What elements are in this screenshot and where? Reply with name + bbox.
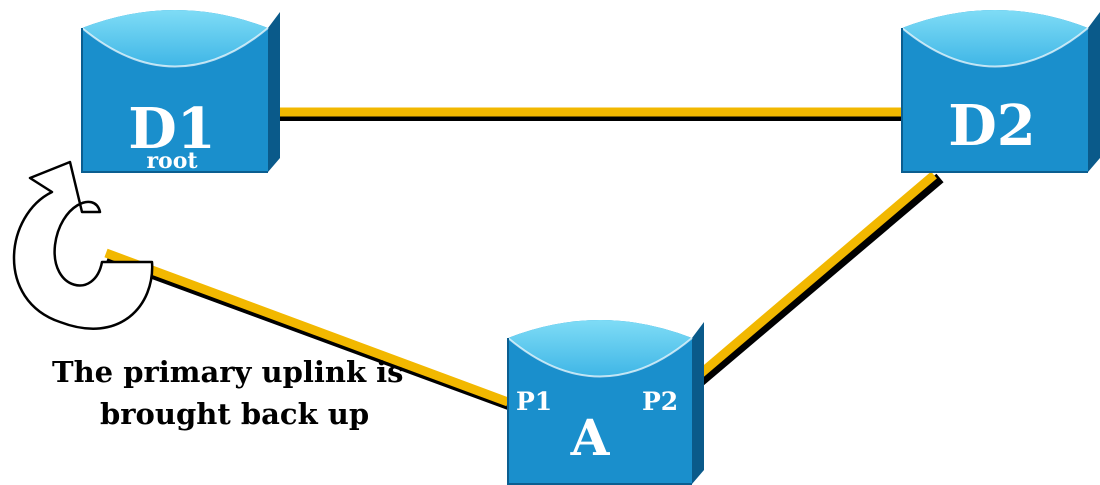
switch-d2: D2	[901, 10, 1100, 173]
link-d2-a	[689, 171, 944, 388]
caption-line-2: brought back up	[100, 397, 369, 431]
switch-d1: D1 root	[81, 10, 280, 174]
switch-a-label: A	[570, 408, 611, 467]
curved-arrow-icon	[12, 160, 154, 330]
switch-d2-label: D2	[948, 93, 1036, 159]
port-p2-label: P2	[642, 387, 678, 416]
switch-a: A P1 P2	[507, 320, 704, 485]
caption: The primary uplink is brought back up	[52, 355, 404, 431]
port-p1-label: P1	[516, 387, 552, 416]
switch-d1-label: D1	[128, 96, 216, 162]
caption-line-1: The primary uplink is	[52, 355, 404, 389]
link-primary-uplink-a	[104, 248, 512, 411]
link-d1-d2	[268, 107, 905, 121]
switch-d1-sublabel: root	[146, 148, 198, 174]
